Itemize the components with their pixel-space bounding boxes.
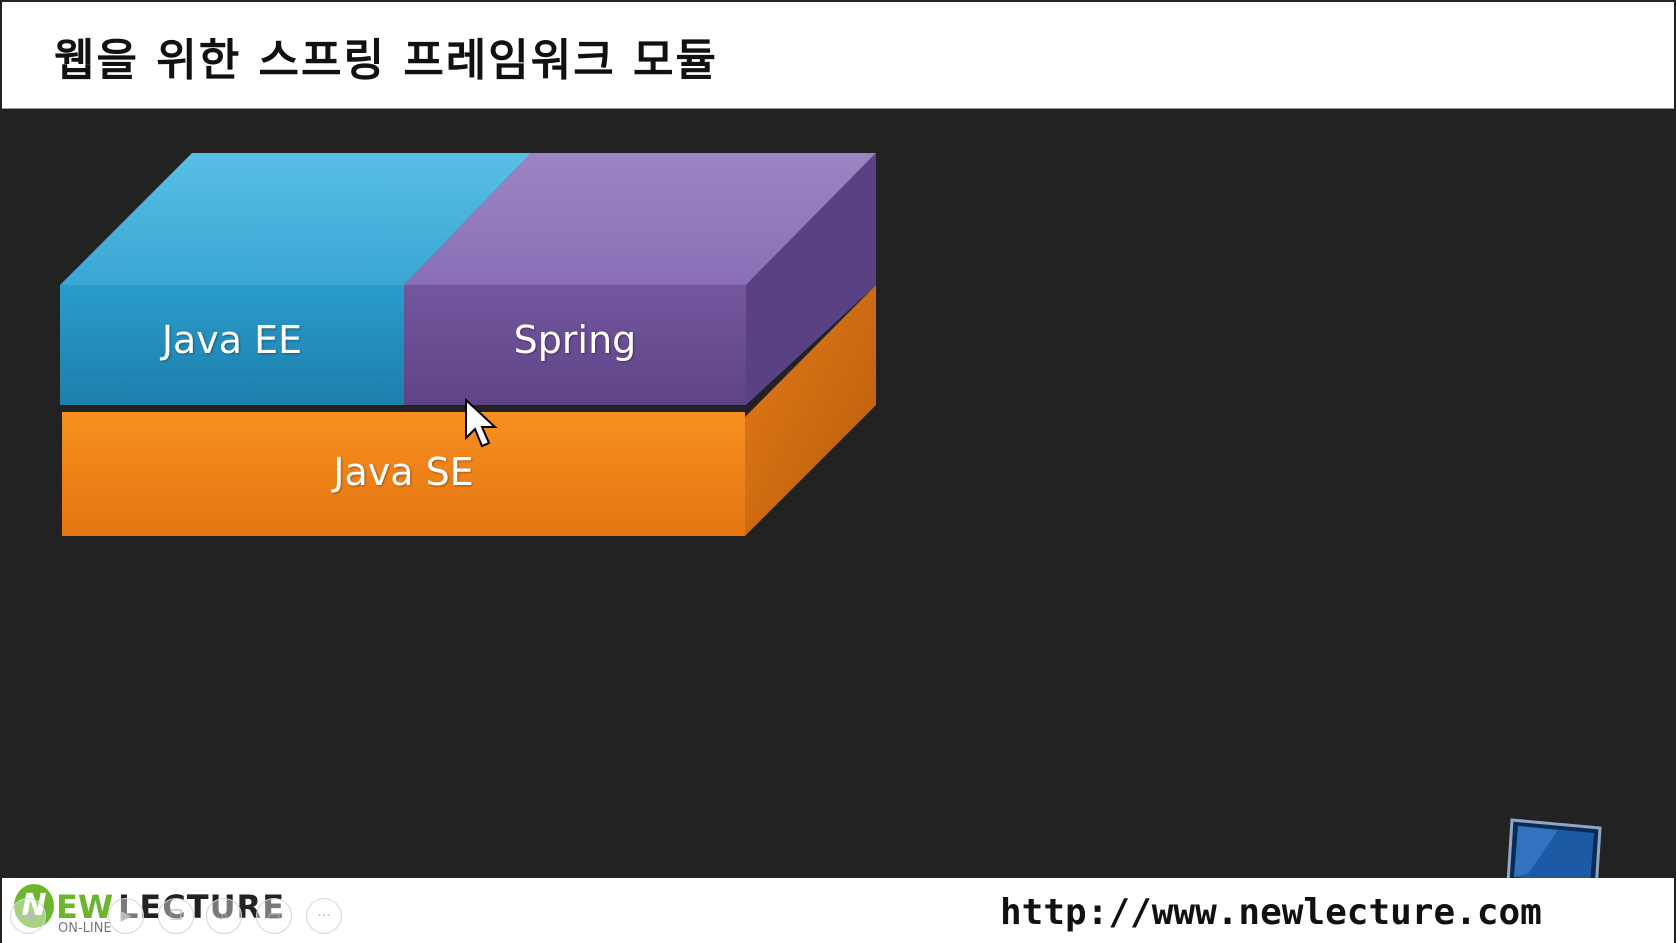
newlecture-logo-online: ON-LINE [58, 921, 112, 936]
title-bar: 웹을 위한 스프링 프레임워크 모듈 [2, 2, 1674, 109]
spring-front-face [404, 285, 746, 405]
spring-block [404, 153, 876, 405]
java-se-side-face [745, 285, 876, 536]
spring-label: Spring [513, 318, 637, 362]
java-ee-front-face [60, 285, 404, 405]
mouse-pointer-icon [465, 398, 498, 448]
screen-icon[interactable]: ▭ [256, 898, 292, 934]
java-ee-label: Java EE [161, 318, 303, 362]
zoom-icon[interactable]: ⌕ [206, 898, 242, 934]
slide-title: 웹을 위한 스프링 프레임워크 모듈 [54, 35, 718, 86]
java-se-front-face [62, 412, 745, 536]
java-se-label: Java SE [333, 450, 474, 494]
spring-side-face [746, 153, 876, 405]
newlecture-logo-ew: EW [56, 888, 114, 926]
prev-slide-icon[interactable]: ◀ [10, 898, 46, 934]
spring-top-face [404, 153, 876, 285]
footer-url: http://www.newlecture.com [1000, 892, 1542, 933]
copy-icon[interactable]: ❐ [158, 898, 194, 934]
java-se-block [62, 285, 876, 536]
java-ee-block [60, 153, 531, 405]
more-icon[interactable]: ··· [306, 898, 342, 934]
java-ee-top-face [60, 153, 531, 285]
next-slide-icon[interactable]: ▶ [108, 898, 144, 934]
